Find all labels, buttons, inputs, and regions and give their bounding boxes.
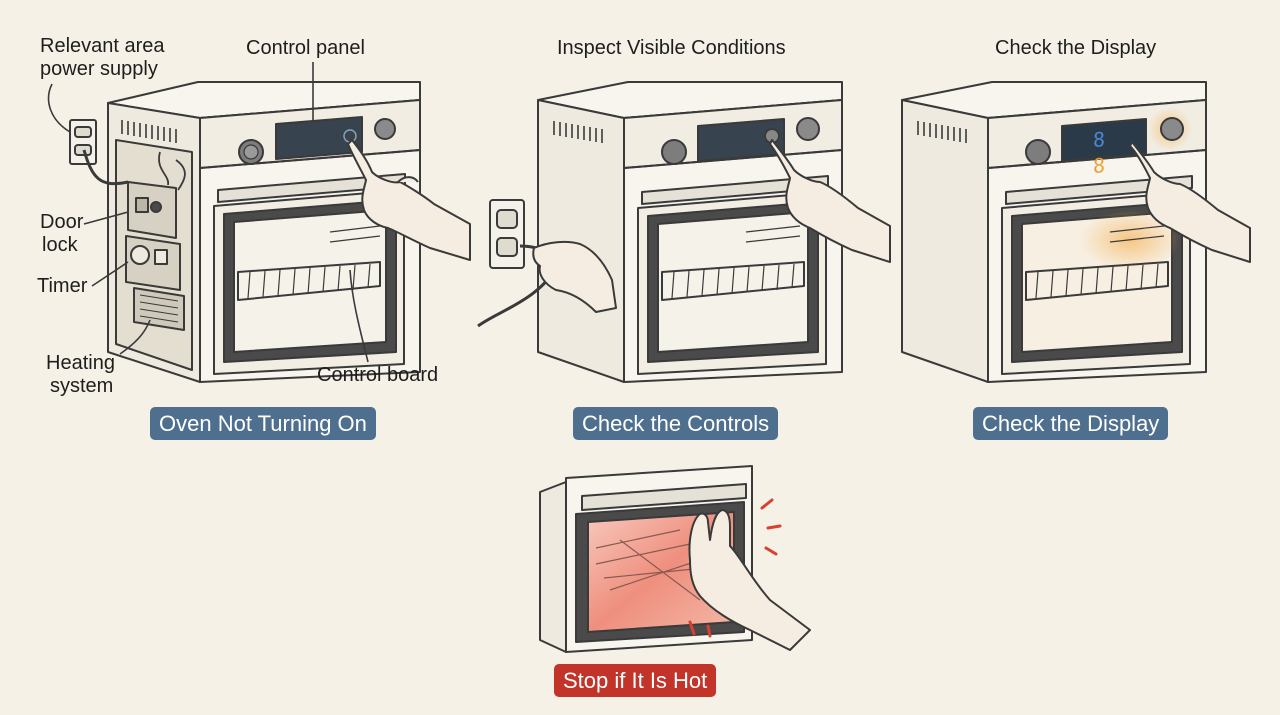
hand-icon: [688, 509, 811, 651]
label-power-supply-line2: power supply: [40, 58, 158, 80]
power-cord: [82, 149, 129, 186]
hand-icon: [347, 139, 471, 261]
label-heating-line1: Heating: [46, 352, 115, 374]
pill-oven-not-turning-on: Oven Not Turning On: [150, 407, 376, 440]
label-control-panel: Control panel: [246, 37, 365, 59]
leader-lines: [47, 62, 369, 363]
label-control-board: Control board: [317, 364, 439, 386]
hand-icon: [769, 139, 891, 263]
label-timer: Timer: [37, 275, 88, 297]
hand-icon: [532, 240, 617, 313]
wall-outlet-icon: [69, 119, 97, 165]
display-readout-text: 8 8: [1092, 125, 1120, 179]
panel3-title: Check the Display: [995, 37, 1157, 59]
wall-outlet-icon: [489, 199, 525, 269]
label-door-lock-line1: Door: [40, 211, 84, 233]
label-heating-line2: system: [50, 375, 114, 397]
label-door-lock-line2: lock: [42, 234, 78, 256]
oven-check-controls-illustration: [537, 81, 843, 383]
pill-check-the-display: Check the Display: [973, 407, 1169, 440]
oven-check-display-illustration: [901, 81, 1207, 383]
hand-icon: [1129, 141, 1251, 263]
panel2-title: Inspect Visible Conditions: [557, 37, 786, 59]
pill-check-the-controls: Check the Controls: [573, 407, 779, 440]
label-power-supply-line1: Relevant area: [40, 35, 165, 57]
oven-cutaway-illustration: [107, 81, 421, 383]
heat-warning-icon: [688, 498, 782, 638]
pill-stop-if-hot: Stop if It Is Hot: [554, 664, 717, 697]
